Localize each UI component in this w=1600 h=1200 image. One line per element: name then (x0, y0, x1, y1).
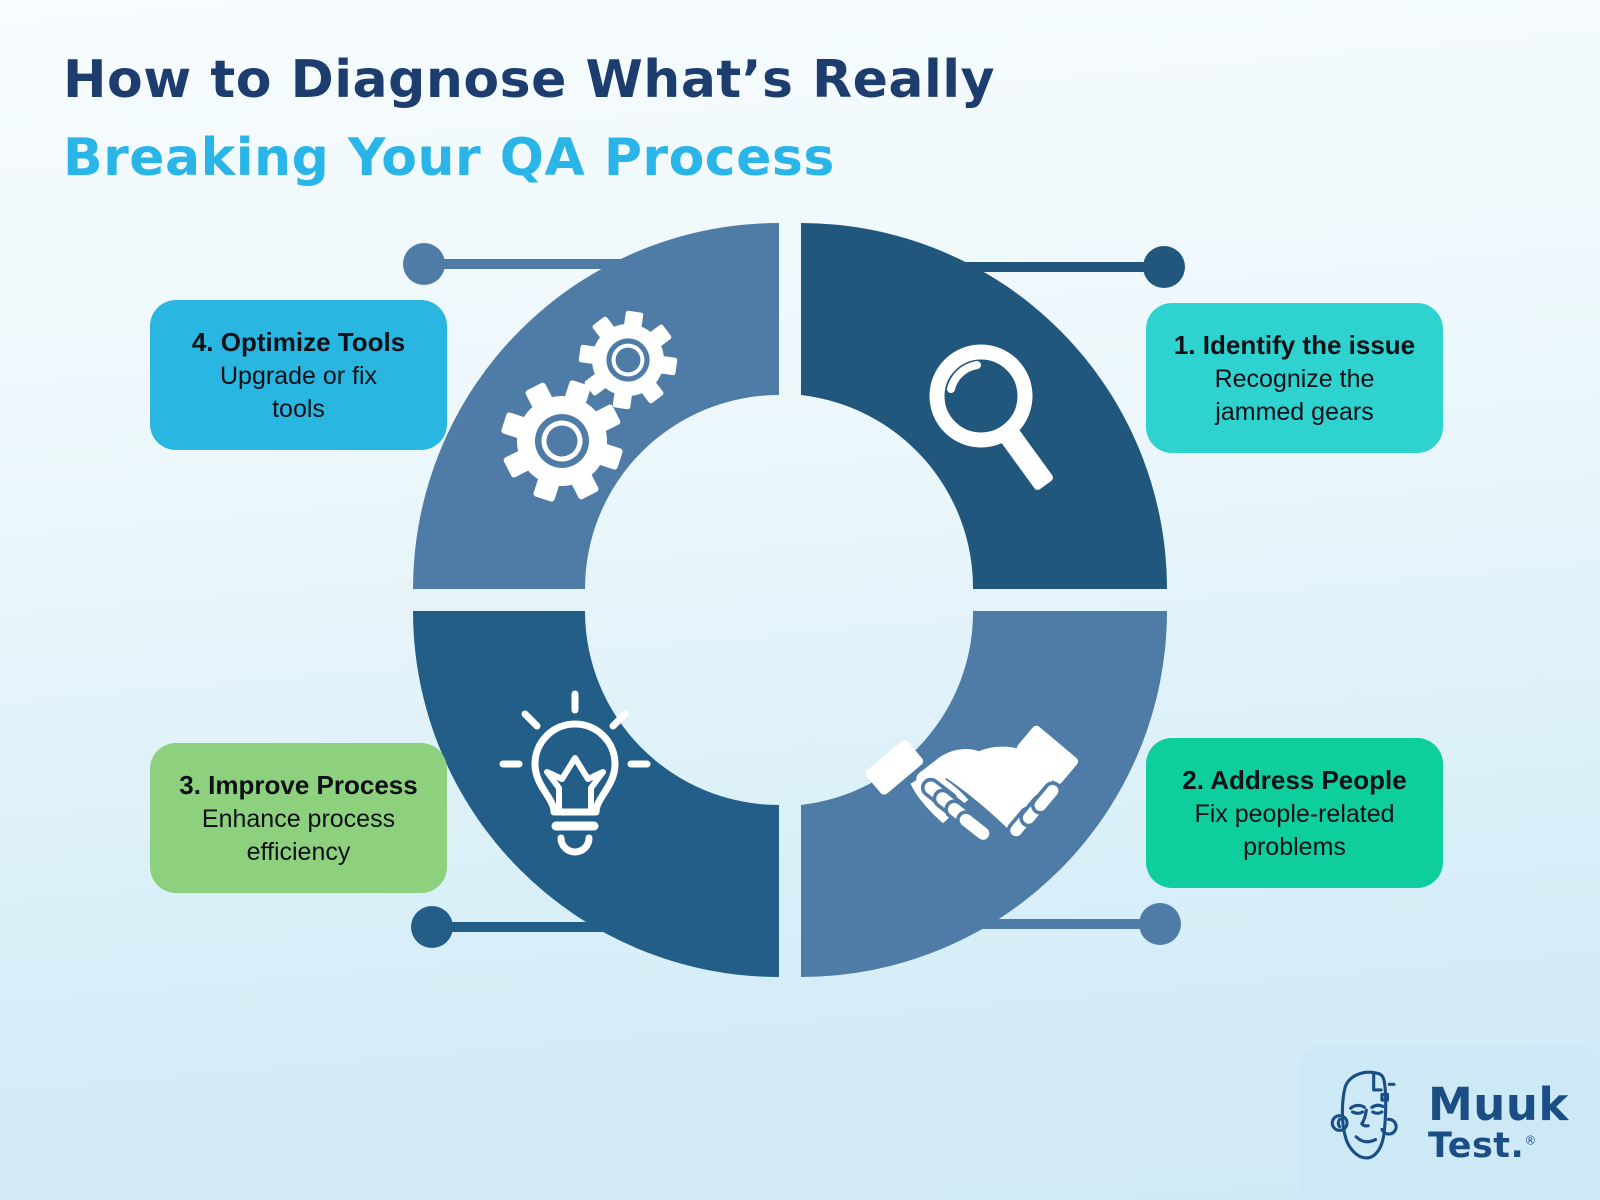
step-box-identify-issue: 1. Identify the issue Recognize the jamm… (1146, 303, 1443, 453)
lightbulb-icon (499, 690, 651, 856)
logo-brand-top: Muuk (1428, 1078, 1569, 1131)
logo-brand-bottom: Test.® (1428, 1126, 1537, 1166)
quadrant-top-left (413, 223, 779, 589)
magnifier-icon (929, 344, 1053, 490)
connector-dot (411, 906, 453, 948)
quadrant-top-right (801, 223, 1167, 589)
step-desc-line: Enhance process (201, 804, 396, 833)
registered-mark: ® (1524, 1133, 1537, 1148)
step-desc-line: Fix people-related (1194, 799, 1395, 828)
step-desc-line: jammed gears (1215, 397, 1374, 426)
muuktest-face-icon (1330, 1070, 1398, 1160)
step-box-improve-process: 3. Improve Process Enhance process effic… (150, 743, 447, 893)
step-desc-line: Upgrade or fix (219, 361, 378, 390)
muuktest-logo-panel: Muuk Test.® (1300, 1046, 1600, 1200)
step-box-address-people: 2. Address People Fix people-related pro… (1146, 738, 1443, 888)
page-title-line-2: Breaking Your QA Process (63, 128, 835, 188)
step-desc-line: Recognize the (1214, 364, 1375, 393)
connector-dot (403, 243, 445, 285)
step-desc-line: tools (272, 394, 325, 423)
step-box-optimize-tools: 4. Optimize Tools Upgrade or fix tools (150, 300, 447, 450)
step-label: 4. Optimize Tools (191, 326, 406, 357)
step-label: 2. Address People (1182, 764, 1407, 795)
step-desc-line: problems (1243, 832, 1346, 861)
quadrant-bottom-left (413, 611, 779, 977)
step-label: 1. Identify the issue (1173, 329, 1416, 360)
step-label: 3. Improve Process (179, 769, 418, 800)
page-title-line-1: How to Diagnose What’s Really (63, 50, 996, 110)
connector-dot (1139, 903, 1181, 945)
gears-icon (501, 310, 678, 502)
connector-dot (1143, 246, 1185, 288)
step-desc-line: efficiency (246, 837, 351, 866)
handshake-icon (865, 725, 1079, 844)
